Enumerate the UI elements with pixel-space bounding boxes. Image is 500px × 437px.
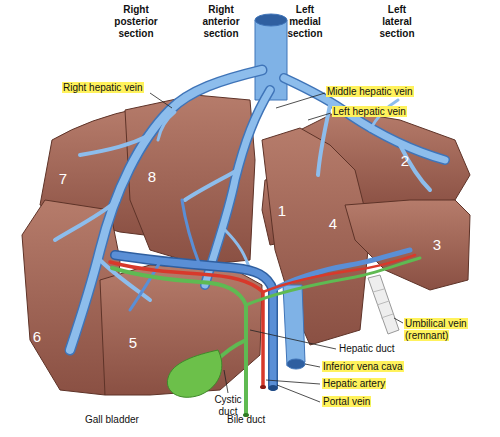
segment-number: 3 [433,236,441,253]
part-label: Portal vein [322,396,371,407]
liver-segment: 3 [343,198,472,292]
label-box: Portal vein [322,396,371,408]
label-box: Umbilical vein (remnant) [404,318,496,342]
part-label: Gall bladder [84,414,140,425]
section-heading: Right anterior section [201,4,240,39]
leader-line [305,364,320,367]
remnant-stripes [373,289,393,318]
liver-segment: 8 [123,93,257,267]
leader-line [394,318,403,323]
segment-number: 5 [129,334,137,351]
label-box: Right hepatic vein [62,82,144,94]
segment-number: 2 [401,152,409,169]
segment-outline [123,93,257,267]
label-box: Right anterior section [196,4,246,40]
section-heading: Left medial section [286,4,323,39]
segment-shape [345,200,470,290]
part-label: Cystic duct [213,394,242,417]
segment-outline [343,198,472,292]
portal-vein-end [268,385,278,391]
label-box: Middle hepatic vein [326,86,414,98]
segment-number: 1 [278,202,286,219]
label-box: Hepatic artery [322,378,386,390]
segment-number: 7 [59,170,67,187]
segment-number: 6 [33,328,41,345]
section-heading: Right posterior section [113,4,158,39]
label-box: Bile duct [226,414,266,426]
part-label: Hepatic duct [338,343,396,354]
vena-cava-opening [255,14,287,26]
label-box: Hepatic duct [338,343,396,355]
section-heading: Left lateral section [378,4,415,39]
part-label: Hepatic artery [322,378,386,389]
label-box: Left hepatic vein [332,106,407,118]
liver-segment: 5 [98,263,264,397]
umbilical-remnant [368,275,399,334]
segment-number: 4 [329,215,337,232]
part-label: Right hepatic vein [62,82,144,93]
label-box: Left medial section [280,4,330,40]
part-label: Bile duct [226,414,266,425]
segment-number: 8 [148,168,156,185]
label-box: Inferior vena cava [322,361,404,373]
segment-outline [98,263,264,397]
label-box: Gall bladder [84,414,140,426]
part-label: Middle hepatic vein [326,86,414,97]
segment-shape [125,95,255,265]
part-label: Inferior vena cava [322,361,404,372]
vena-cava [255,20,287,100]
segment-shape [100,265,262,395]
part-label: Umbilical vein (remnant) [404,318,468,341]
label-box: Left lateral section [372,4,422,40]
leader-line [277,385,320,402]
artery-end [260,385,266,389]
leader-line [266,380,320,384]
label-box: Right posterior section [111,4,161,40]
vena-cava-opening [287,359,305,369]
part-label: Left hepatic vein [332,106,407,117]
leader-line [276,93,325,108]
